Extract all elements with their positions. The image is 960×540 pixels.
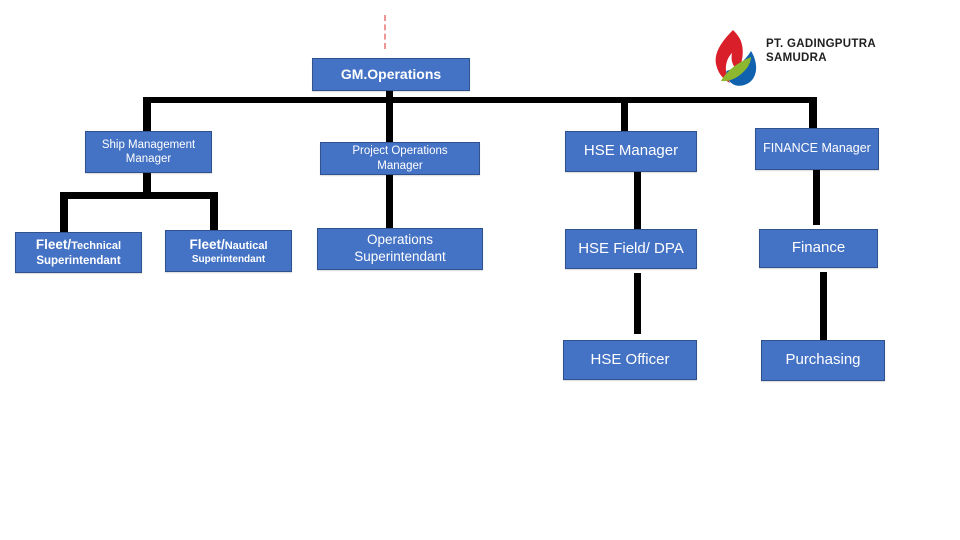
org-node-project-operations-manager-line1: Project Operations <box>352 145 448 158</box>
company-name-line1: PT. GADINGPUTRA <box>766 38 876 50</box>
connector-drop-fleet-technical <box>60 192 68 232</box>
company-name-line2: SAMUDRA <box>766 51 827 64</box>
org-node-ship-management-manager-line2: Manager <box>125 153 172 165</box>
org-node-fleet-technical-line1: Fleet/Technical <box>35 237 122 253</box>
org-node-fleet-technical-line2: Superintendant <box>36 254 121 267</box>
org-node-operations-superintendant-line1: Operations <box>366 232 434 248</box>
connector-ship-horizontal <box>60 192 218 199</box>
org-node-project-operations-manager[interactable]: Project Operations Manager <box>320 142 480 175</box>
org-node-finance[interactable]: Finance <box>759 229 878 268</box>
connector-proj-ops-stem <box>386 175 393 228</box>
org-node-operations-superintendant-line2: Superintendant <box>354 249 446 264</box>
org-node-operations-superintendant[interactable]: Operations Superintendant <box>317 228 483 270</box>
connector-gm-stem <box>386 91 393 142</box>
connector-hse-field-to-officer <box>634 273 641 334</box>
connector-ship-stem <box>143 173 151 199</box>
org-node-hse-officer-label: HSE Officer <box>590 350 670 368</box>
guide-line <box>384 15 386 49</box>
org-node-fleet-technical-superintendant[interactable]: Fleet/Technical Superintendant <box>15 232 142 273</box>
org-node-finance-label: Finance <box>791 239 846 257</box>
connector-drop-fleet-nautical <box>210 192 218 230</box>
connector-finance-to-purchasing <box>820 272 827 340</box>
org-node-finance-manager[interactable]: FINANCE Manager <box>755 128 879 170</box>
org-node-ship-management-manager[interactable]: Ship Management Manager <box>85 131 212 173</box>
org-node-purchasing-label: Purchasing <box>785 351 861 369</box>
org-node-finance-manager-label: FINANCE Manager <box>763 141 871 156</box>
org-node-purchasing[interactable]: Purchasing <box>761 340 885 381</box>
connector-main-horizontal <box>143 97 817 103</box>
org-node-hse-field-dpa[interactable]: HSE Field/ DPA <box>565 229 697 269</box>
org-node-project-operations-manager-line2: Manager <box>377 159 423 172</box>
connector-fin-mgr-to-finance <box>813 170 820 225</box>
org-node-ship-management-manager-line1: Ship Management <box>101 138 196 151</box>
connector-drop-ship-mgmt <box>143 97 151 131</box>
org-node-fleet-nautical-superintendant[interactable]: Fleet/Nautical Superintendant <box>165 230 292 272</box>
connector-drop-fin-mgr <box>809 97 817 128</box>
org-node-gm-operations-label: GM.Operations <box>340 65 442 82</box>
company-logo: PT. GADINGPUTRA SAMUDRA <box>711 30 876 87</box>
org-node-hse-manager[interactable]: HSE Manager <box>565 131 697 172</box>
org-node-hse-field-dpa-label: HSE Field/ DPA <box>578 239 684 257</box>
connector-drop-hse-mgr <box>621 103 628 131</box>
org-node-hse-manager-label: HSE Manager <box>583 142 679 160</box>
org-node-hse-officer[interactable]: HSE Officer <box>563 340 697 380</box>
org-node-fleet-nautical-line2: Superintendant <box>191 254 266 266</box>
org-node-gm-operations[interactable]: GM.Operations <box>312 58 470 91</box>
org-node-fleet-nautical-line1: Fleet/Nautical <box>189 236 268 252</box>
connector-hse-mgr-to-field <box>634 172 641 229</box>
company-name: PT. GADINGPUTRA SAMUDRA <box>766 38 876 65</box>
flame-drop-logo-icon <box>715 30 757 86</box>
